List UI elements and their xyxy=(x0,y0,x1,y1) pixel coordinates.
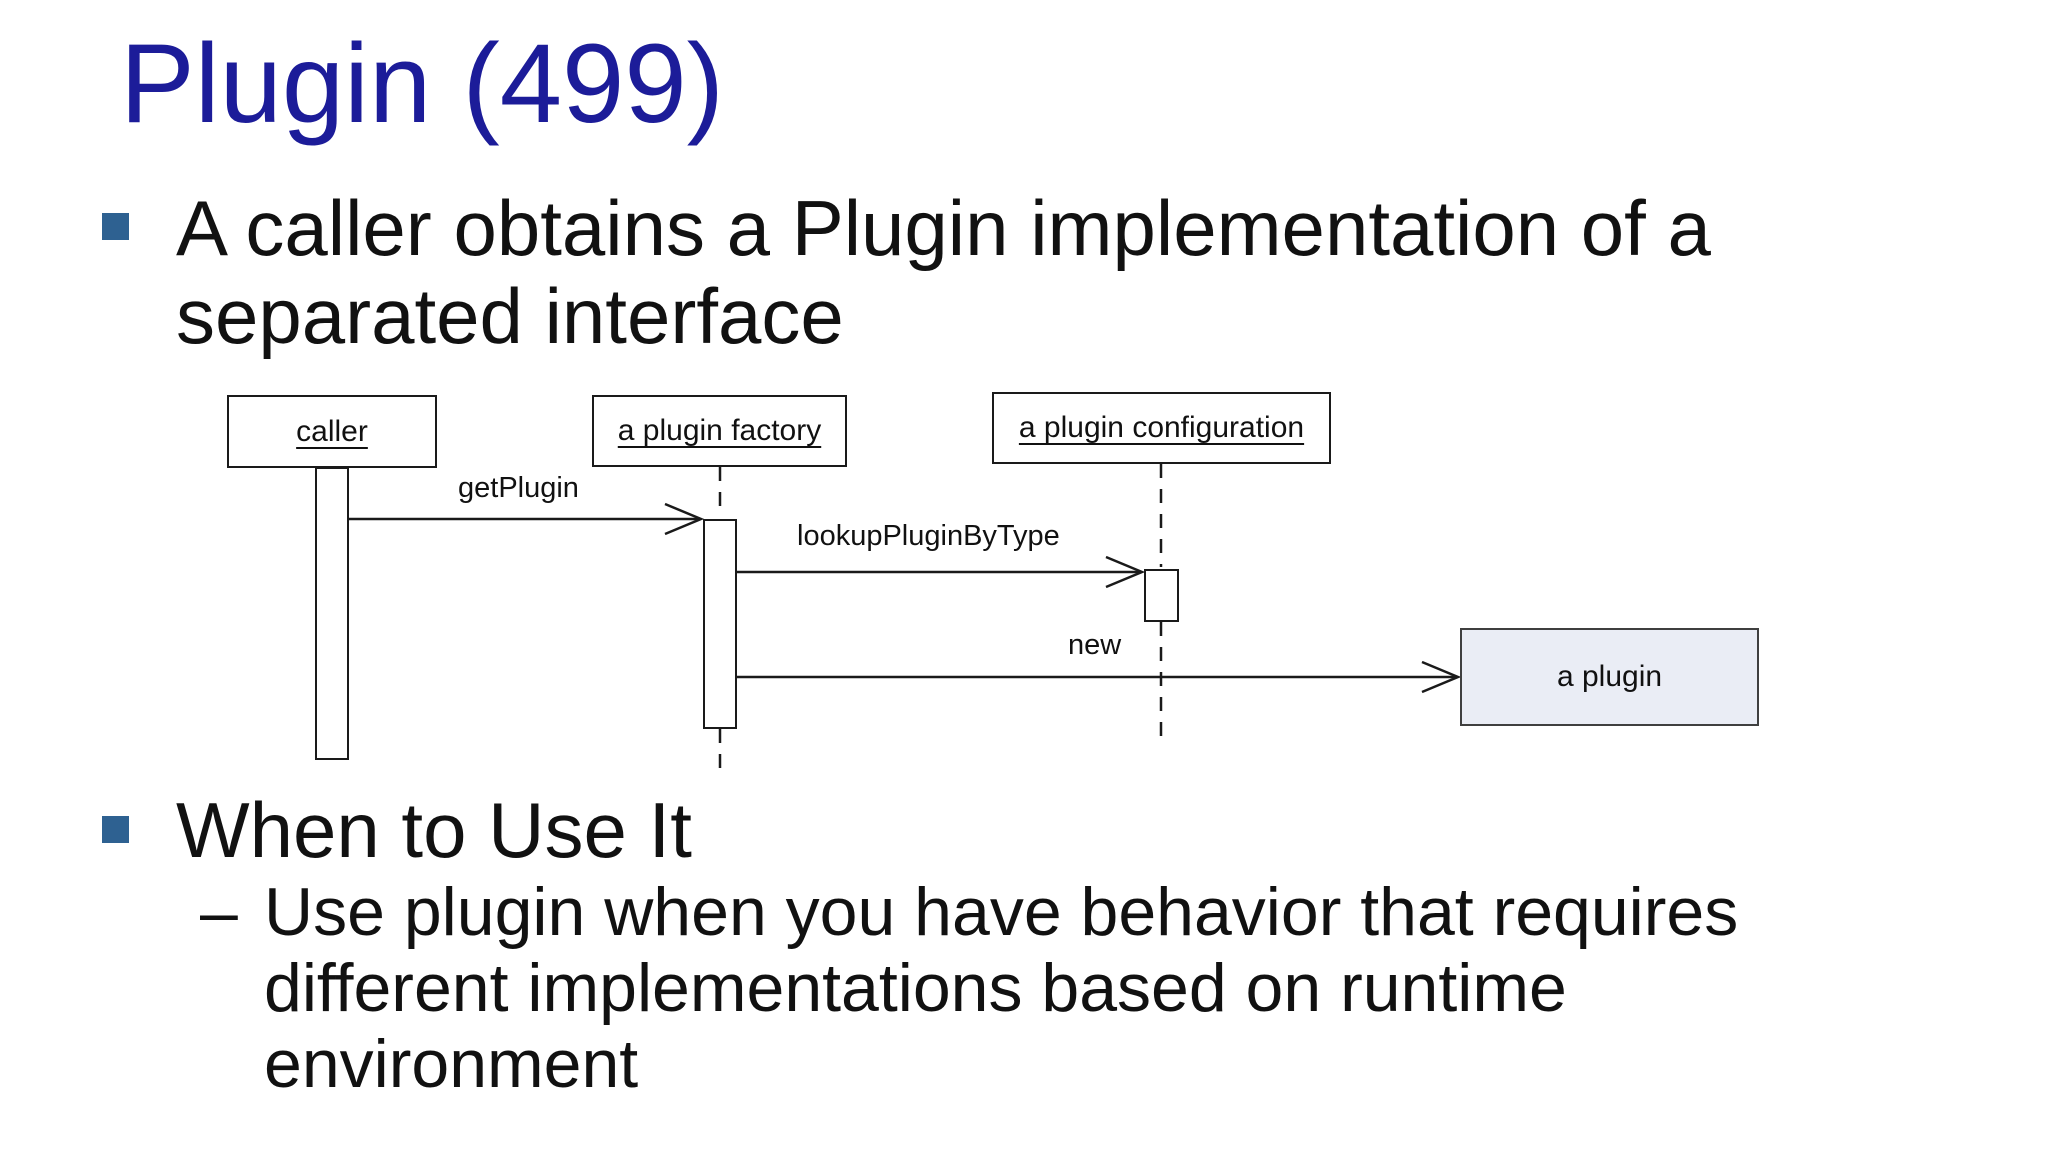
lifeline-box-plugin-factory: a plugin factory xyxy=(592,395,847,467)
bullet-text-2: When to Use It xyxy=(176,786,692,874)
message-label-getplugin: getPlugin xyxy=(458,472,579,504)
lifeline-label-plugin-factory: a plugin factory xyxy=(617,414,822,447)
activation-bar-plugin-configuration xyxy=(1144,569,1179,622)
bullet-square-icon xyxy=(102,816,129,843)
message-label-lookuppluginbytype: lookupPluginByType xyxy=(797,520,1060,552)
lifeline-box-caller: caller xyxy=(227,395,437,468)
new-arrow-head xyxy=(1421,660,1462,694)
getplugin-arrow-head xyxy=(664,502,705,536)
lifeline-label-caller: caller xyxy=(296,414,368,448)
activation-bar-plugin-factory xyxy=(703,519,737,729)
lifeline-label-plugin-configuration: a plugin configuration xyxy=(1018,411,1305,444)
sub-bullet-dash: – xyxy=(200,874,238,950)
page-title: Plugin (499) xyxy=(120,21,724,146)
activation-bar-caller xyxy=(315,467,349,760)
object-box-a-plugin: a plugin xyxy=(1460,628,1759,726)
object-label-a-plugin: a plugin xyxy=(1556,660,1663,693)
lifeline-box-plugin-configuration: a plugin configuration xyxy=(992,392,1331,464)
bullet-text-1: A caller obtains a Plugin implementation… xyxy=(176,184,1711,360)
message-label-new: new xyxy=(1068,629,1122,661)
bullet-square-icon xyxy=(102,213,129,240)
sub-bullet-text: Use plugin when you have behavior that r… xyxy=(264,874,1739,1102)
lookup-arrow-head xyxy=(1105,555,1146,589)
